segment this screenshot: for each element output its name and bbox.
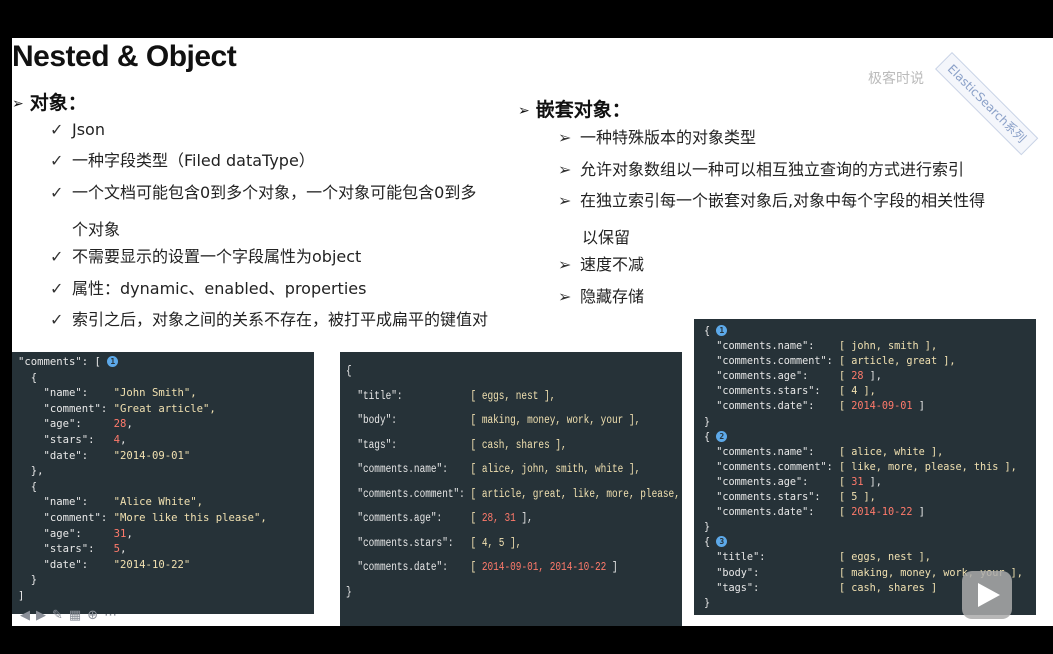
number-badge-icon: 2	[716, 430, 728, 442]
check-icon: ✓	[50, 151, 64, 170]
code-line: }	[704, 597, 711, 609]
code-block-flattened: { "title": [ eggs, nest ], "body": [ mak…	[340, 352, 682, 626]
code-line: {	[346, 365, 352, 378]
code-line: "comment": "Great article",	[18, 402, 216, 415]
code-line: ]	[18, 589, 25, 602]
play-icon	[978, 583, 1000, 607]
code-line: "comments.stars": [ 4 ],	[704, 386, 876, 398]
slide: Nested & Object 极客时说 ElasticSearch系列 ➢对象…	[12, 38, 1053, 626]
code-line: "comments.date": [ 2014-10-22 ]	[704, 507, 925, 519]
arrow-bullet-icon: ➢	[558, 255, 572, 274]
video-play-button[interactable]	[962, 571, 1012, 619]
code-line: "tags": [ cash, shares ]	[704, 582, 938, 594]
check-icon: ✓	[50, 120, 64, 139]
right-item: ➢隐藏存储	[558, 285, 644, 309]
series-badge: ElasticSearch系列	[935, 52, 1039, 156]
code-line: { 3	[704, 535, 1036, 550]
arrow-bullet-icon: ➢	[558, 191, 572, 210]
prev-icon[interactable]: ◀	[20, 608, 36, 623]
triangle-bullet-icon: ➢	[518, 103, 530, 119]
code-line: "comments.comment": [ article, great ],	[704, 356, 956, 368]
left-item: ✓索引之后，对象之间的关系不存在，被打平成扁平的键值对	[50, 308, 488, 332]
right-item: ➢速度不减	[558, 253, 644, 277]
code-line: "comments.date": [ 2014-09-01 ]	[704, 401, 925, 413]
code-line: "tags": [ cash, shares ],	[346, 438, 567, 452]
right-item: ➢在独立索引每一个嵌套对象后,对象中每个字段的相关性得	[558, 189, 985, 213]
right-item: ➢允许对象数组以一种可以相互独立查询的方式进行索引	[558, 158, 964, 182]
code-line: "comments.stars": [ 5 ],	[704, 492, 876, 504]
code-line: "comments.name": [ alice, john, smith, w…	[346, 463, 641, 476]
code-line: "age": 28,	[18, 418, 133, 431]
code-line: }	[18, 574, 38, 587]
check-icon: ✓	[50, 247, 64, 266]
left-item: ✓一个文档可能包含0到多个对象，一个对象可能包含0到多	[50, 181, 476, 205]
player-toolbar: ◀▶✎▦⊕⋯	[20, 608, 123, 623]
code-line: }	[346, 585, 352, 599]
left-item: ✓属性：dynamic、enabled、properties	[50, 277, 366, 301]
arrow-bullet-icon: ➢	[558, 287, 572, 306]
watermark: 极客时说	[868, 71, 924, 87]
number-badge-icon: 3	[716, 536, 728, 548]
left-item: ✓不需要显示的设置一个字段属性为object	[50, 245, 361, 269]
check-icon: ✓	[50, 310, 64, 329]
code-line: "comments.age": [ 28, 31 ],	[346, 512, 533, 525]
number-badge-icon: 1	[716, 325, 728, 336]
zoom-icon[interactable]: ⊕	[87, 608, 105, 623]
code-line: "comments.name": [ alice, white ],	[704, 446, 944, 458]
code-line: "comment": "More like this please",	[18, 511, 267, 524]
code-line: }	[704, 416, 711, 428]
code-line: }	[704, 522, 711, 534]
more-icon[interactable]: ⋯	[104, 608, 124, 623]
code-line: { 2	[704, 430, 1036, 445]
code-line: "date": "2014-10-22"	[18, 558, 191, 571]
code-line: "name": "Alice White",	[18, 496, 203, 509]
code-line: "age": 31,	[18, 527, 133, 540]
play-icon[interactable]: ▶	[36, 608, 52, 623]
left-item: ✓Json	[50, 118, 105, 142]
right-heading: ➢嵌套对象：	[518, 99, 631, 121]
code-line: {	[18, 371, 38, 384]
left-item-continuation: 个对象	[72, 220, 121, 239]
right-item-continuation: 以保留	[582, 228, 631, 247]
triangle-bullet-icon: ➢	[12, 96, 24, 112]
code-line: { 1	[704, 324, 1036, 339]
code-line: "comments": [ 1	[18, 355, 314, 371]
code-line: {	[18, 480, 38, 493]
right-item: ➢一种特殊版本的对象类型	[558, 126, 756, 150]
code-block-nested: { 1 "comments.name": [ john, smith ], "c…	[694, 319, 1036, 615]
number-badge-icon: 1	[107, 356, 119, 367]
arrow-bullet-icon: ➢	[558, 128, 572, 147]
code-block-object: "comments": [ 1 { "name": "John Smith", …	[12, 352, 314, 614]
code-line: "comments.comment": [ like, more, please…	[704, 461, 1017, 473]
left-heading: ➢对象：	[12, 92, 87, 114]
code-line: "comments.age": [ 28 ],	[704, 371, 882, 383]
arrow-bullet-icon: ➢	[558, 160, 572, 179]
code-line: "comments.age": [ 31 ],	[704, 476, 882, 488]
left-item: ✓一种字段类型（Filed dataType）	[50, 149, 315, 173]
code-line: "stars": 5,	[18, 543, 127, 556]
check-icon: ✓	[50, 183, 64, 202]
code-line: "comments.stars": [ 4, 5 ],	[346, 536, 522, 550]
code-line: "comments.comment": [ article, great, li…	[346, 487, 680, 501]
slide-title: Nested & Object	[12, 40, 237, 73]
code-line: "date": "2014-09-01"	[18, 449, 191, 462]
check-icon: ✓	[50, 279, 64, 298]
code-line: "comments.name": [ john, smith ],	[704, 341, 938, 353]
pen-icon[interactable]: ✎	[52, 608, 69, 623]
code-line: "stars": 4,	[18, 433, 127, 446]
code-line: "name": "John Smith",	[18, 387, 197, 400]
code-line: },	[18, 465, 44, 478]
code-line: "body": [ making, money, work, your ],	[346, 414, 641, 427]
code-line: "title": [ eggs, nest ],	[346, 389, 556, 403]
slides-icon[interactable]: ▦	[68, 608, 88, 623]
code-line: "title": [ eggs, nest ],	[704, 552, 931, 564]
code-line: "comments.date": [ 2014-09-01, 2014-10-2…	[346, 561, 618, 574]
